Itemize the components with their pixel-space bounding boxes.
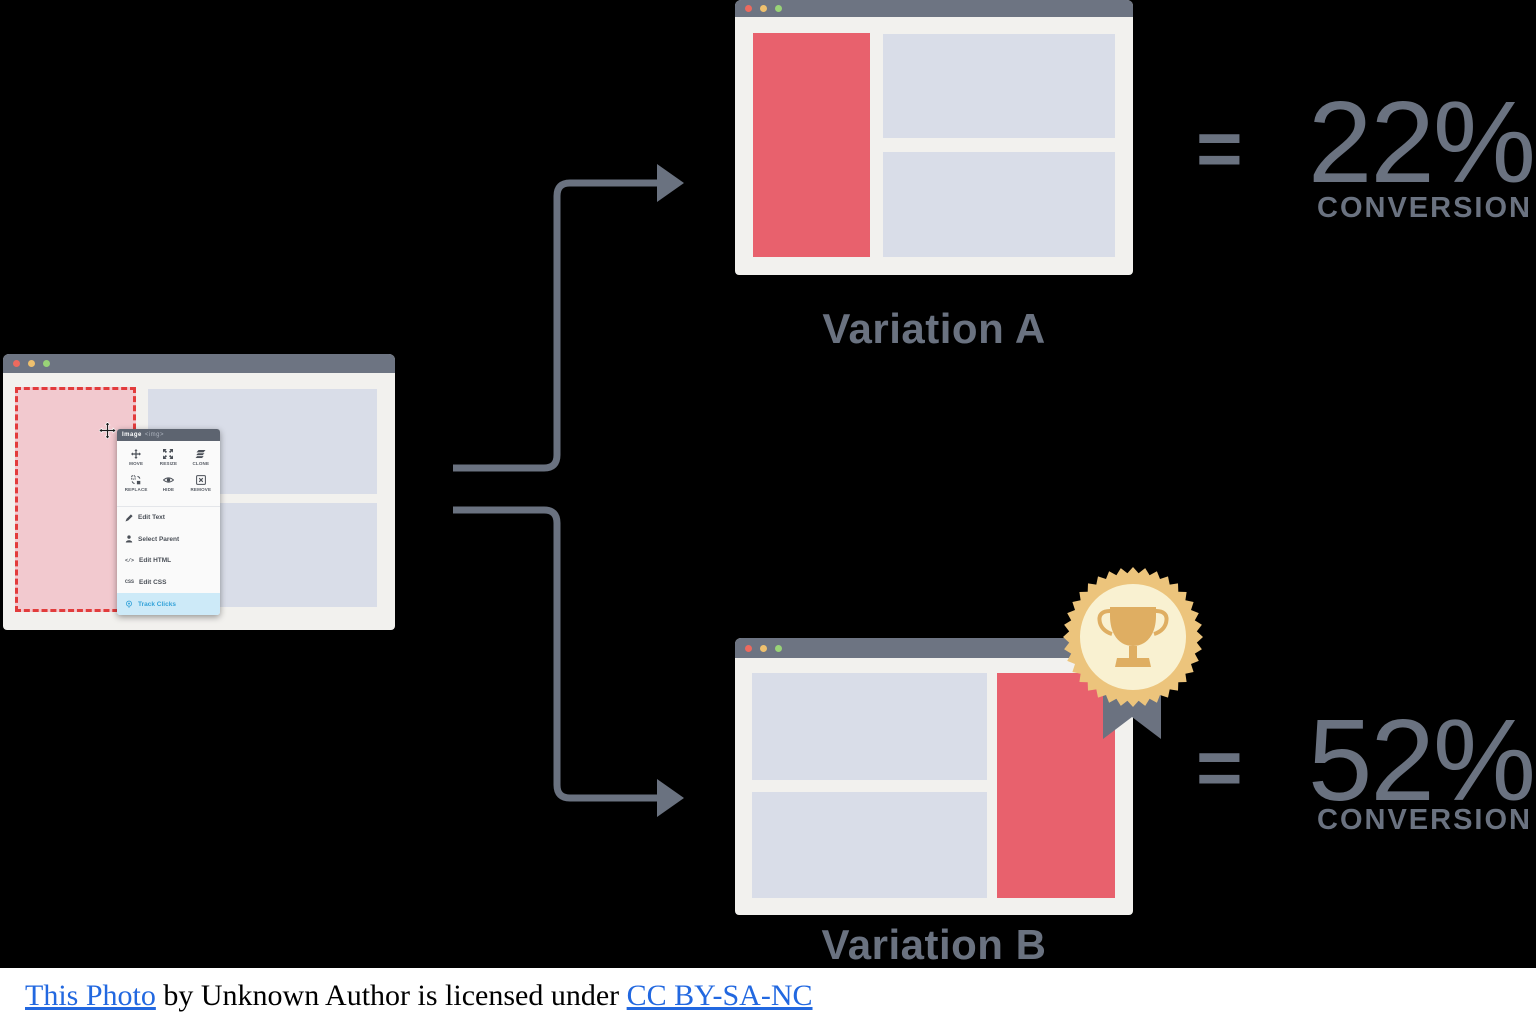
content-block-placeholder [752,673,987,780]
license-link[interactable]: CC BY-SA-NC [626,979,813,1012]
clone-icon [195,450,206,459]
variation-b-titlebar [735,638,1133,658]
move-cursor-icon [99,422,116,439]
window-dot-yellow-icon [28,360,35,367]
window-dot-green-icon [775,5,782,12]
context-menu-list: Edit Text Select Parent </> Edit HTML CS… [117,507,220,615]
menu-item-track-clicks[interactable]: Track Clicks [117,593,220,615]
variation-a-conversion-label: CONVERSION [1317,192,1532,224]
menu-action-replace[interactable]: REPLACE [120,475,152,492]
move-icon [131,449,142,459]
hide-eye-icon [162,477,174,483]
variation-b-label: Variation B [821,921,1047,968]
variation-b-window [735,638,1133,915]
content-block-placeholder [752,792,987,898]
remove-x-icon [195,475,206,485]
css-icon: CSS [125,579,135,586]
menu-action-remove[interactable]: REMOVE [185,475,217,492]
photo-source-link[interactable]: This Photo [25,979,156,1012]
element-context-menu: Image <img> MOVE RESIZE CLONE REPLACE [117,429,220,615]
variation-a-equals-sign: = [1196,104,1243,193]
menu-action-resize[interactable]: RESIZE [152,449,184,466]
window-dot-yellow-icon [760,5,767,12]
select-parent-icon [125,535,133,543]
menu-item-select-parent[interactable]: Select Parent [117,529,220,551]
resize-icon [163,449,174,459]
attribution-text: This Photo by Unknown Author is licensed… [25,979,813,1013]
window-dot-red-icon [13,360,20,367]
replace-icon [131,475,141,485]
selected-element-tag: <img> [144,432,165,438]
flow-arrow-to-variation-a [453,164,684,472]
content-block-placeholder [883,34,1115,138]
menu-item-edit-html[interactable]: </> Edit HTML [125,557,172,565]
window-dot-red-icon [745,644,752,652]
variation-a-conversion-rate: 22% [1307,77,1536,207]
menu-action-clone[interactable]: CLONE [185,449,217,466]
window-dot-green-icon [43,360,50,367]
context-menu-header: Image <img> [117,429,220,441]
selected-image-element[interactable] [15,387,136,612]
window-dot-yellow-icon [760,644,767,652]
menu-action-hide[interactable]: HIDE [152,475,184,492]
variation-a-hero-block [753,33,870,257]
variation-b-conversion-rate: 52% [1307,695,1536,825]
menu-action-move[interactable]: MOVE [120,449,152,466]
variation-b-hero-block [997,673,1115,898]
variation-a-window [735,0,1133,275]
content-block-placeholder [883,152,1115,257]
attribution-middle-text: by Unknown Author is licensed under [155,979,627,1012]
variation-b-equals-sign: = [1196,723,1243,812]
menu-item-edit-text[interactable]: Edit Text [117,507,220,529]
variation-b-conversion-label: CONVERSION [1317,804,1532,836]
arrowhead-icon [657,164,684,202]
flow-arrow-to-variation-b [453,506,684,817]
variation-a-titlebar [735,0,1133,17]
variation-a-label: Variation A [822,305,1046,352]
code-icon: </> [125,557,135,564]
window-dot-green-icon [775,644,782,652]
pencil-icon [125,514,133,522]
context-menu-grid: MOVE RESIZE CLONE REPLACE HIDE REMOVE [117,441,220,507]
selected-element-label: Image [122,432,142,438]
arrowhead-icon [657,779,684,817]
menu-item-edit-css[interactable]: CSS Edit CSS [125,578,167,586]
attribution-bar: This Photo by Unknown Author is licensed… [0,968,1536,1024]
track-clicks-icon [126,600,132,608]
source-window-titlebar [3,354,395,373]
window-dot-red-icon [745,5,752,12]
